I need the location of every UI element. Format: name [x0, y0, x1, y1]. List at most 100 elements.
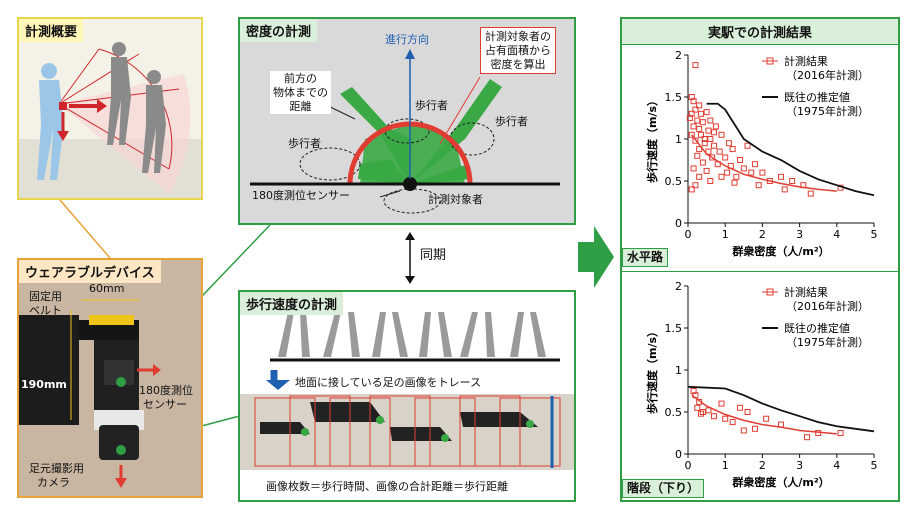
data-point: [699, 409, 706, 415]
camera-label-1: 足元撮影用: [29, 462, 84, 475]
data-point: [707, 136, 714, 142]
data-point: [755, 182, 762, 189]
y-axis-label: 歩行速度（m/s）: [645, 95, 659, 183]
data-point: [690, 98, 697, 105]
data-point: [740, 165, 747, 172]
device-marker: [59, 102, 67, 110]
density-panel: 密度の計測 進行方向 前方の 物体までの 距離 歩行者 歩行者 歩行者 計測対象…: [238, 17, 576, 225]
legend-sublabel: （2016年計測）: [786, 68, 869, 82]
fit-curve: [691, 394, 837, 435]
data-point: [722, 154, 729, 161]
width-label: 60mm: [89, 282, 125, 295]
belt-label-2: ベルト: [29, 304, 62, 317]
trace-label: 地面に接している足の画像をトレース: [295, 376, 482, 389]
belt-label-1: 固定用: [29, 290, 62, 303]
data-point: [737, 404, 744, 411]
x-tick-label: 5: [871, 228, 878, 241]
data-point: [781, 186, 788, 193]
height-label: 190mm: [21, 378, 67, 391]
x-tick-label: 5: [871, 459, 878, 472]
data-point: [733, 173, 740, 180]
data-point: [699, 159, 706, 166]
data-point: [690, 123, 697, 130]
sensor-point: [403, 177, 417, 191]
reference-curve: [706, 102, 875, 197]
data-point: [740, 427, 747, 434]
pedestrian-label-3: 歩行者: [495, 115, 528, 128]
legend-label: 既往の推定値: [784, 321, 850, 335]
data-point: [696, 146, 703, 153]
subject-label: 計測対象者: [428, 193, 483, 206]
forward-line-3: 距離: [289, 99, 312, 113]
sync-arrow: [405, 232, 415, 284]
occupied-area-callout: 計測対象者の 占有面積から 密度を算出: [480, 27, 556, 75]
data-point: [707, 178, 714, 184]
x-tick-label: 2: [759, 228, 766, 241]
legend-label: 計測結果: [784, 54, 828, 68]
data-point: [711, 129, 718, 136]
data-point: [837, 430, 844, 436]
callout-line-1: 計測対象者の: [485, 30, 551, 43]
pedestrian-label-1: 歩行者: [415, 99, 448, 112]
data-point: [703, 109, 710, 116]
x-axis-label: 群衆密度（人/m²）: [731, 475, 829, 489]
data-point: [688, 131, 695, 138]
y-tick-label: 1: [675, 364, 682, 377]
y-tick-label: 2: [675, 49, 682, 62]
x-tick-label: 3: [796, 228, 803, 241]
x-tick-label: 4: [833, 228, 840, 241]
data-point: [701, 136, 708, 142]
data-point: [705, 148, 712, 155]
overview-title: 計測概要: [19, 19, 84, 42]
data-point: [688, 94, 695, 100]
pedestrian-label-2: 歩行者: [288, 137, 321, 150]
sensor-label: 180度測位センサー: [252, 189, 350, 202]
x-tick-label: 0: [685, 459, 692, 472]
y-tick-label: 0.5: [665, 175, 683, 188]
y-tick-label: 0: [675, 217, 682, 230]
x-tick-label: 0: [685, 228, 692, 241]
data-point: [688, 110, 695, 117]
data-point: [707, 117, 714, 124]
data-point: [698, 110, 705, 117]
data-point: [737, 157, 744, 163]
direction-label: 進行方向: [385, 33, 429, 46]
data-point: [686, 115, 693, 121]
density-title: 密度の計測: [240, 19, 318, 42]
data-point: [718, 173, 725, 180]
legend-swatch-marker: [766, 57, 774, 65]
data-point: [688, 186, 695, 193]
wearable-panel: ウェアラブルデバイス 固定用 ベルト 60mm 190mm 180度測位 センサ…: [17, 258, 203, 498]
device-photo: [19, 260, 201, 496]
x-tick-label: 4: [833, 459, 840, 472]
density-diagram: [250, 49, 560, 214]
chart-label-stairs: 階段（下り）: [622, 479, 705, 498]
legend-swatch-marker: [766, 288, 774, 296]
data-point: [696, 102, 703, 109]
data-point: [694, 152, 701, 159]
data-point: [763, 415, 770, 422]
data-point: [724, 169, 731, 176]
y-axis-label: 歩行速度（m/s）: [645, 326, 659, 414]
y-tick-label: 0.5: [665, 406, 683, 419]
reference-curve: [687, 385, 875, 433]
y-tick-label: 1: [675, 133, 682, 146]
data-point: [694, 117, 701, 124]
data-point: [744, 409, 751, 415]
results-panel: 実駅での計測結果 0 1 2 3 4 5 0 0.5 1 1.5 2 群衆密度（人/m²） 歩行速度（m…: [620, 17, 900, 502]
data-point: [789, 178, 796, 184]
data-point: [699, 119, 706, 126]
belt: [19, 315, 79, 425]
results-title: 実駅での計測結果: [622, 19, 898, 45]
x-axis-label: 群衆密度（人/m²）: [731, 244, 829, 258]
data-point: [744, 142, 751, 149]
overview-panel: 計測概要: [17, 17, 203, 200]
data-point: [692, 137, 699, 144]
data-point: [705, 127, 712, 134]
data-point: [711, 142, 718, 149]
fit-curve: [691, 134, 837, 192]
y-tick-label: 1.5: [665, 91, 683, 104]
data-point: [698, 410, 705, 417]
